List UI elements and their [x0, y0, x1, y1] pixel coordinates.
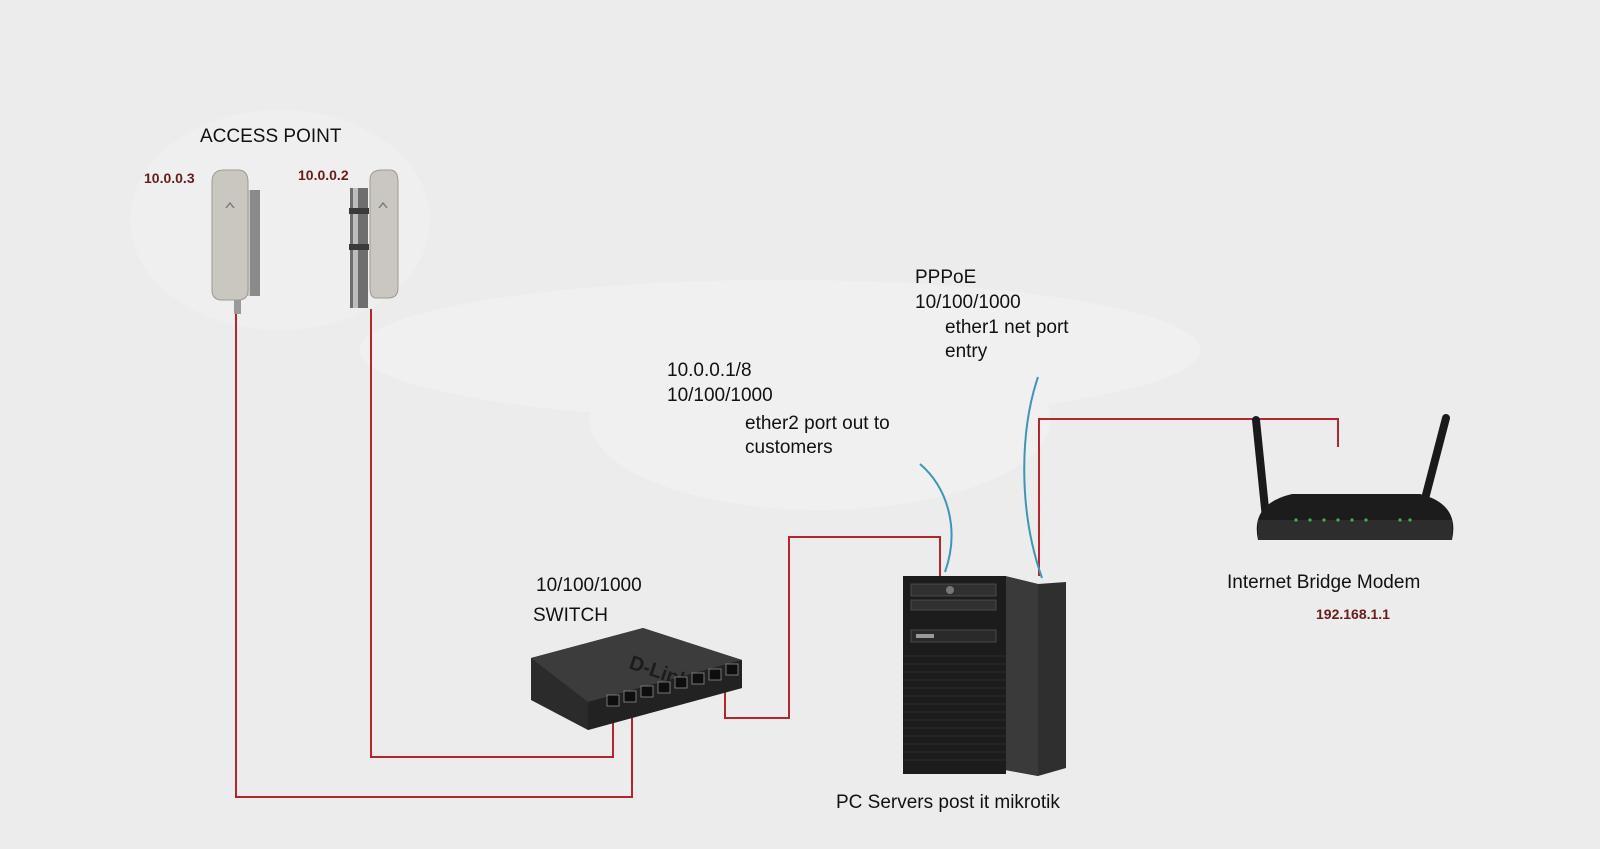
switch-ports [606, 663, 739, 707]
cable-server-to-modem [1038, 418, 1339, 576]
red-cables [235, 308, 1339, 798]
callout-ether1 [1023, 376, 1043, 579]
ether2-desc-line1: ether2 port out to [745, 413, 890, 434]
ether1-desc-line1: ether1 net port [945, 317, 1069, 338]
switch-speed: 10/100/1000 [536, 575, 642, 596]
access-point-left-ip: 10.0.0.3 [144, 170, 195, 186]
ether1-protocol: PPPoE [915, 267, 977, 288]
ether1-desc-line2: entry [945, 341, 988, 362]
switch-device: D-Link [531, 628, 742, 730]
access-point-title: ACCESS POINT [200, 126, 342, 147]
access-point-left [211, 169, 260, 314]
modem-leds [1294, 518, 1412, 522]
ether2-speed: 10/100/1000 [667, 385, 773, 406]
server-tower [903, 576, 1066, 776]
ether1-speed: 10/100/1000 [915, 292, 1021, 313]
cable-ap-left-to-switch [235, 308, 633, 798]
server-vent-grille [903, 655, 1006, 761]
modem-label: Internet Bridge Modem [1227, 572, 1421, 593]
cable-switch-to-server [724, 536, 941, 719]
access-point-right-ip: 10.0.0.2 [298, 167, 349, 183]
background-smudge [130, 110, 1200, 510]
ether2-ip: 10.0.0.1/8 [667, 360, 752, 381]
server-label: PC Servers post it mikrotik [836, 792, 1060, 813]
blue-callouts [919, 376, 1043, 579]
ether2-desc-line2: customers [745, 437, 833, 458]
modem-ip: 192.168.1.1 [1316, 606, 1390, 622]
callout-ether2 [919, 463, 953, 573]
modem-router [1252, 414, 1454, 540]
switch-label: SWITCH [533, 605, 608, 626]
access-point-right [349, 169, 399, 308]
cable-ap-right-to-switch [370, 309, 614, 758]
